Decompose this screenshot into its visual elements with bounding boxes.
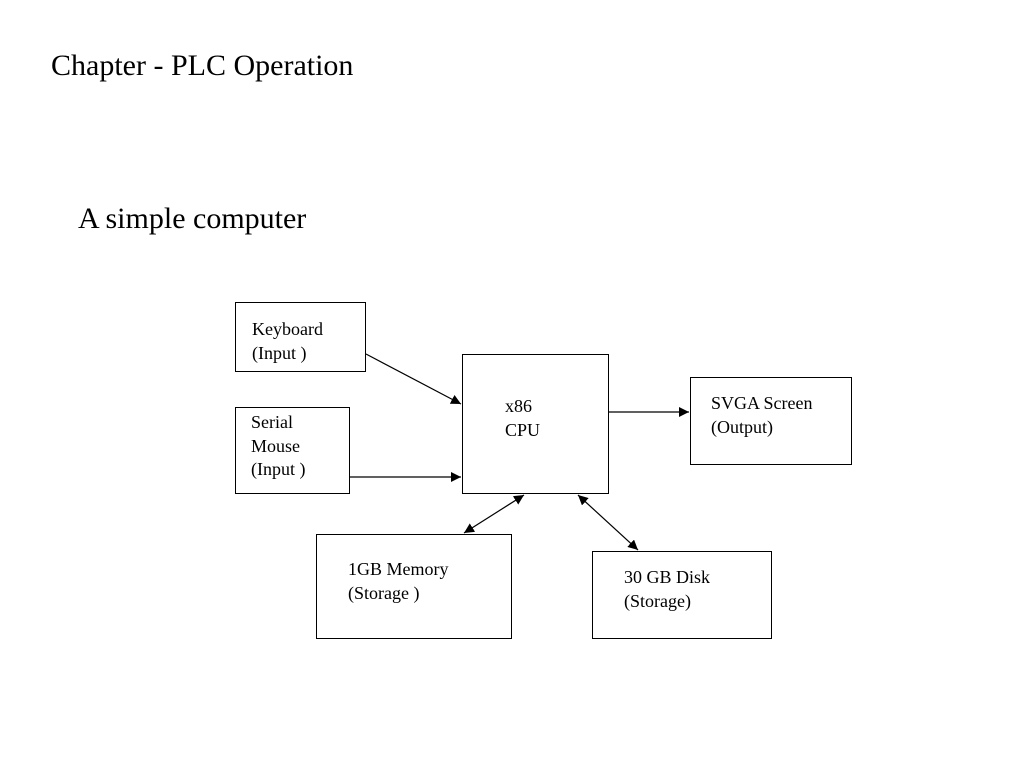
mouse-node-label: Serial Mouse (Input ): [251, 411, 305, 482]
slide-title: A simple computer: [78, 202, 307, 235]
mouse-node: [235, 407, 350, 494]
cpu-node-model: x86: [505, 396, 532, 416]
disk-node-role: (Storage): [624, 590, 691, 611]
edge-keyboard-to-cpu: [365, 353, 462, 405]
edge-cpu-disk: [577, 494, 639, 551]
screen-node-label: SVGA Screen (Output): [711, 392, 813, 439]
keyboard-node-name: Keyboard: [252, 319, 323, 339]
mouse-node-role: (Input ): [251, 459, 306, 479]
disk-node-name: 30 GB Disk: [624, 567, 711, 587]
screen-node: [690, 377, 852, 465]
disk-node-label: 30 GB Disk (Storage): [624, 566, 710, 613]
memory-node-label: 1GB Memory (Storage ): [348, 558, 449, 605]
keyboard-node-role: (Input ): [252, 342, 307, 363]
screen-node-role: (Output): [711, 416, 773, 437]
mouse-node-name-line2: Mouse: [251, 435, 300, 456]
cpu-node-label: x86 CPU: [505, 395, 540, 442]
memory-node-role: (Storage ): [348, 582, 420, 603]
keyboard-node-label: Keyboard (Input ): [252, 318, 323, 365]
chapter-title: Chapter - PLC Operation: [51, 49, 354, 82]
memory-node: [316, 534, 512, 639]
keyboard-node: [235, 302, 366, 372]
cpu-node: [462, 354, 609, 494]
screen-node-name: SVGA Screen: [711, 393, 813, 413]
memory-node-name: 1GB Memory: [348, 559, 449, 579]
edge-cpu-memory: [463, 494, 525, 534]
mouse-node-name-line1: Serial: [251, 412, 293, 432]
disk-node: [592, 551, 772, 639]
cpu-node-name: CPU: [505, 419, 541, 440]
